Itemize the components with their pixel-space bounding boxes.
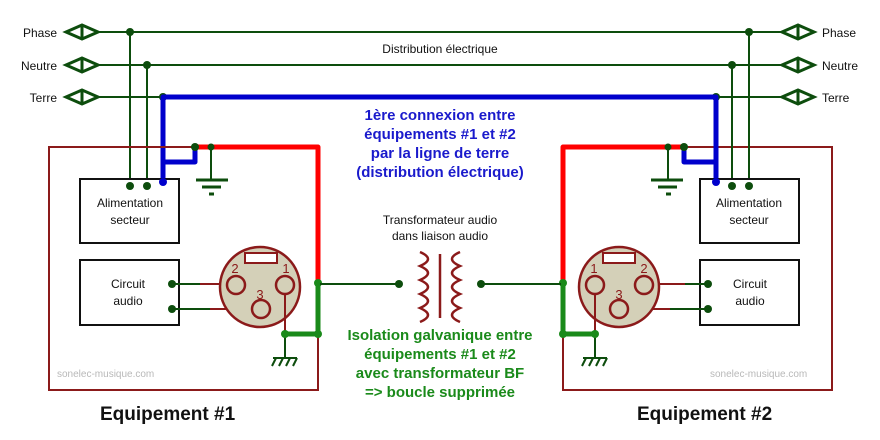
green-note-line3: avec transformateur BF <box>356 365 524 382</box>
equipment-1-title: Equipement #1 <box>100 404 236 425</box>
chassis-ground-icon <box>271 334 298 367</box>
green-note-line4: => boucle supprimée <box>365 384 515 401</box>
line-label-phase-right: Phase <box>822 26 856 40</box>
pin-label: 3 <box>256 287 263 302</box>
line-label-earth-right: Terre <box>822 91 850 105</box>
psu-label-1-line1: Alimentation <box>97 196 163 210</box>
terminal-icons-left <box>62 23 102 106</box>
distribution-label: Distribution électrique <box>382 42 498 56</box>
audio-label-1-line2: audio <box>113 294 143 308</box>
earth-loop-wire <box>160 94 719 182</box>
transformer-label-line2: dans liaison audio <box>392 229 488 243</box>
line-label-neutral-left: Neutre <box>21 59 57 73</box>
pin-label: 2 <box>640 261 647 276</box>
audio-circuit-box-2 <box>699 259 800 326</box>
xlr-connector-2: 1 2 3 <box>577 245 661 329</box>
line-label-neutral-right: Neutre <box>822 59 858 73</box>
psu-label-2-line2: secteur <box>729 213 768 227</box>
line-label-phase-left: Phase <box>23 26 57 40</box>
audio-label-1-line1: Circuit <box>111 277 146 291</box>
blue-note-line4: (distribution électrique) <box>356 164 524 181</box>
psu-label-1-line2: secteur <box>110 213 149 227</box>
ground-icon <box>651 147 683 196</box>
terminal-icons-right <box>778 23 818 106</box>
green-note-line2: équipements #1 et #2 <box>364 346 516 363</box>
shield-wire-right <box>560 144 684 283</box>
audio-label-2-line2: audio <box>735 294 765 308</box>
blue-note-line3: par la ligne de terre <box>371 145 509 162</box>
blue-note-line1: 1ère connexion entre <box>365 107 516 124</box>
pin-label: 1 <box>282 261 289 276</box>
psu-label-2-line1: Alimentation <box>716 196 782 210</box>
audio-label-2-line1: Circuit <box>733 277 768 291</box>
shield-wire-left <box>195 144 321 283</box>
line-label-earth-left: Terre <box>30 91 58 105</box>
watermark-2: sonelec-musique.com <box>710 369 807 380</box>
chassis-ground-icon <box>581 334 608 367</box>
green-note-line1: Isolation galvanique entre <box>347 327 532 344</box>
xlr-connector-1: 2 1 3 <box>218 245 302 329</box>
transformer-label-line1: Transformateur audio <box>383 213 498 227</box>
audio-circuit-box-1 <box>79 259 180 326</box>
pin-label: 1 <box>590 261 597 276</box>
ground-icon <box>196 147 228 196</box>
blue-note-line2: équipements #1 et #2 <box>364 126 516 143</box>
transformer-icon <box>416 250 464 324</box>
equipment-2-title: Equipement #2 <box>637 404 772 425</box>
watermark-1: sonelec-musique.com <box>57 369 154 380</box>
pin-label: 2 <box>231 261 238 276</box>
pin-label: 3 <box>615 287 622 302</box>
